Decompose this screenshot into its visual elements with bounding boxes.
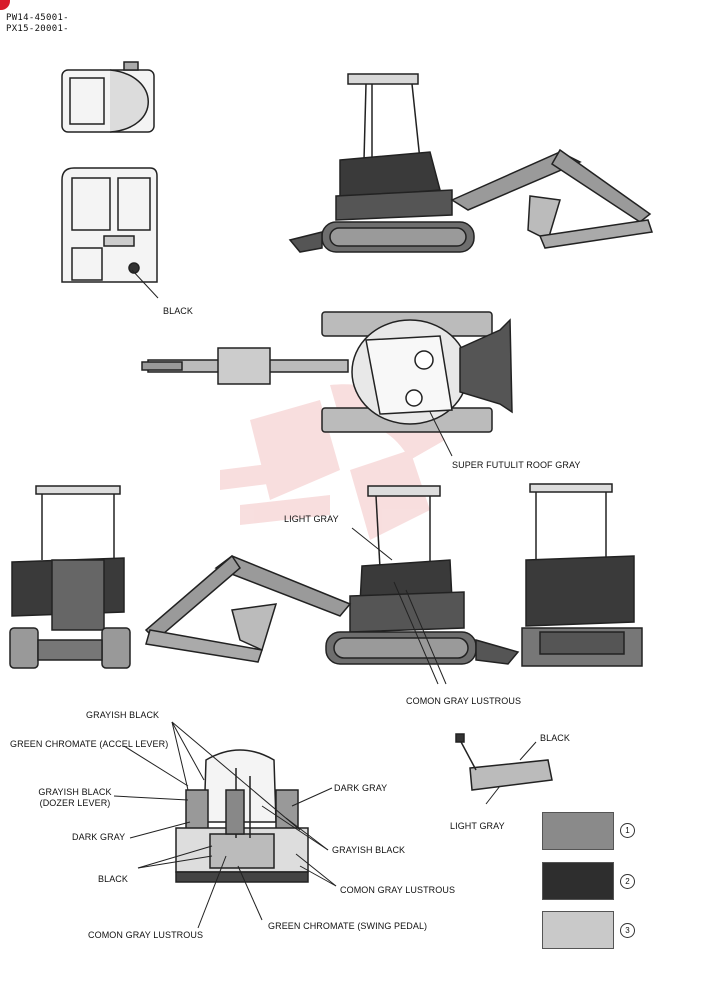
label-grayish-black-dozer-line1: GRAYISH BLACK — [38, 787, 112, 797]
operator-station — [175, 749, 309, 883]
color-swatch-2 — [542, 862, 614, 900]
excavator-front-view — [9, 485, 131, 669]
cab-side-view — [61, 167, 159, 299]
excavator-side-view-right — [288, 73, 653, 253]
label-dark-gray-left: DARK GRAY — [72, 832, 126, 842]
swatch-number-2: 2 — [620, 874, 635, 889]
color-swatch-1 — [542, 812, 614, 850]
label-grayish-black-dozer: GRAYISH BLACK (DOZER LEVER) — [30, 787, 120, 809]
corner-marker — [0, 0, 10, 10]
leader-lines-operator — [113, 721, 337, 929]
excavator-side-view-left — [144, 485, 520, 665]
color-swatch-3 — [542, 911, 614, 949]
excavator-top-view — [141, 311, 513, 457]
label-grayish-black-dozer-line2: (DOZER LEVER) — [39, 798, 111, 808]
lever-detail — [455, 733, 553, 805]
swatch-number-3: 3 — [620, 923, 635, 938]
label-green-chromate-accel: GREEN CHROMATE (ACCEL LEVER) — [10, 739, 169, 749]
label-black-left: BLACK — [98, 874, 129, 884]
label-comon-gray-lustrous-bottom: COMON GRAY LUSTROUS — [88, 930, 204, 940]
label-light-gray-cab: LIGHT GRAY — [284, 514, 339, 524]
label-black-cab: BLACK — [163, 306, 194, 316]
leader-lines-side — [351, 527, 447, 685]
label-super-futulit-roof-gray: SUPER FUTULIT ROOF GRAY — [452, 460, 581, 470]
label-comon-gray-lustrous-side: COMON GRAY LUSTROUS — [406, 696, 522, 706]
label-green-chromate-swing: GREEN CHROMATE (SWING PEDAL) — [268, 921, 428, 931]
cab-top-view — [61, 61, 155, 133]
watermark-logo — [220, 384, 445, 540]
label-light-gray-lever: LIGHT GRAY — [450, 821, 505, 831]
label-black-lever: BLACK — [540, 733, 571, 743]
model-serial-2: PX15-20001- — [6, 24, 69, 34]
label-comon-gray-lustrous-right: COMON GRAY LUSTROUS — [340, 885, 456, 895]
label-grayish-black-right: GRAYISH BLACK — [332, 845, 406, 855]
label-grayish-black-top: GRAYISH BLACK — [86, 710, 160, 720]
label-dark-gray-right: DARK GRAY — [334, 783, 388, 793]
model-serial-1: PW14-45001- — [6, 13, 69, 23]
excavator-rear-view — [521, 483, 643, 667]
swatch-number-1: 1 — [620, 823, 635, 838]
